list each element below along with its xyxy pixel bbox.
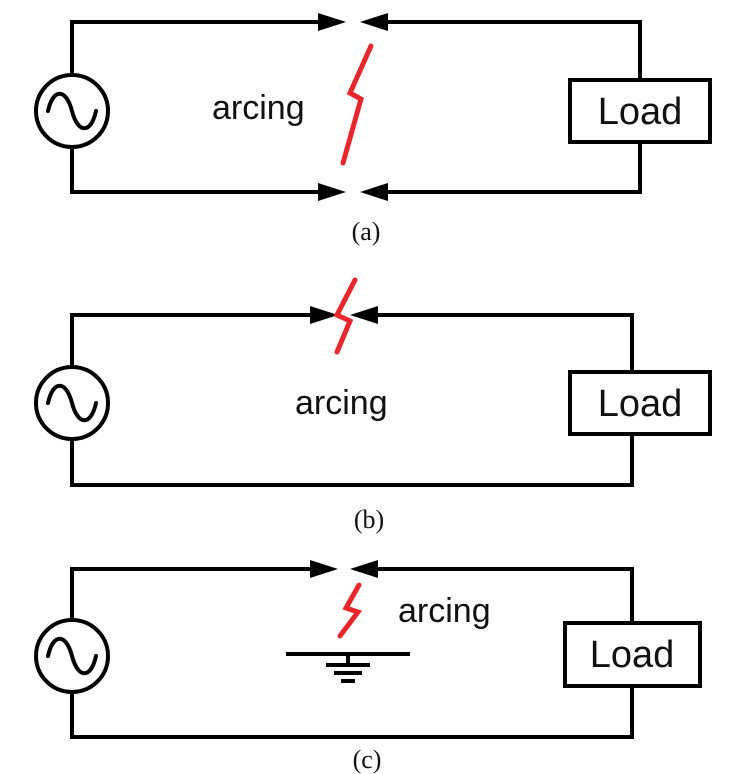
- bottom-wire-left: [70, 140, 332, 194]
- caption: (c): [353, 745, 382, 774]
- diagram-a: Load arcing (a): [34, 13, 712, 246]
- top-wire-right: [360, 567, 634, 626]
- ac-source-icon: [34, 73, 110, 149]
- caption: (a): [352, 217, 381, 246]
- arc-label: arcing: [212, 89, 305, 127]
- arrow-left-icon: [350, 306, 378, 324]
- caption: (b): [354, 505, 384, 534]
- arrow-left-icon: [360, 13, 388, 31]
- top-wire-right: [370, 20, 642, 82]
- arc-label: arcing: [398, 592, 491, 630]
- ac-source-icon: [34, 365, 110, 441]
- top-wire-left: [70, 567, 324, 628]
- arrow-right-icon: [310, 306, 338, 324]
- load-label: Load: [590, 634, 675, 676]
- top-wire-left: [70, 20, 332, 82]
- arc-flash-icon: [340, 43, 374, 166]
- diagram-b: Load arcing (b): [34, 277, 712, 534]
- arc-label: arcing: [295, 384, 388, 422]
- arrow-right-icon: [310, 560, 338, 578]
- arrow-right-icon: [318, 183, 346, 201]
- ac-source-icon: [34, 618, 110, 694]
- ground-icon: [286, 652, 410, 683]
- bottom-wire: [70, 684, 634, 739]
- load-label: Load: [598, 383, 683, 425]
- bottom-wire: [70, 432, 634, 487]
- load-label: Load: [598, 91, 683, 133]
- load-box: [563, 621, 702, 688]
- arc-flash-icon: [337, 582, 363, 639]
- arc-flash-icon: [333, 277, 358, 355]
- load-box: [568, 370, 712, 436]
- arrow-right-icon: [318, 13, 346, 31]
- bottom-wire-right: [370, 140, 642, 194]
- arrow-left-icon: [360, 183, 388, 201]
- diagram-c: Load arcing (c): [34, 560, 702, 774]
- load-box: [568, 78, 712, 144]
- arrow-left-icon: [350, 560, 378, 578]
- top-wire-right: [360, 313, 634, 372]
- top-wire-left: [70, 313, 324, 374]
